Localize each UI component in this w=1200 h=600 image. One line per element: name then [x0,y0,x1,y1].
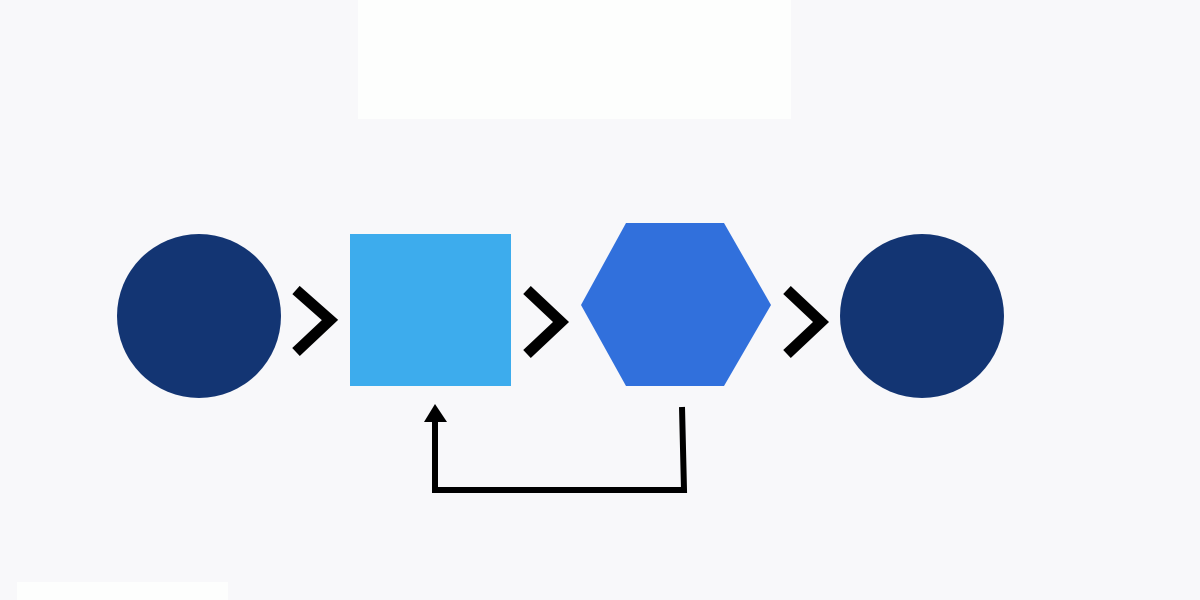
bottom-blank-panel [17,582,228,600]
start-node-circle [117,234,281,398]
chevron-arrow-1 [292,285,339,357]
feedback-arrowhead-icon [424,404,447,422]
chevron-arrow-2 [523,285,570,359]
step-2-hexagon-node [581,223,771,386]
top-blank-panel [358,0,791,119]
step-1-square-node [350,234,511,386]
feedback-loop-line [432,406,688,493]
chevron-arrow-3 [783,285,830,359]
end-node-circle [840,234,1004,398]
